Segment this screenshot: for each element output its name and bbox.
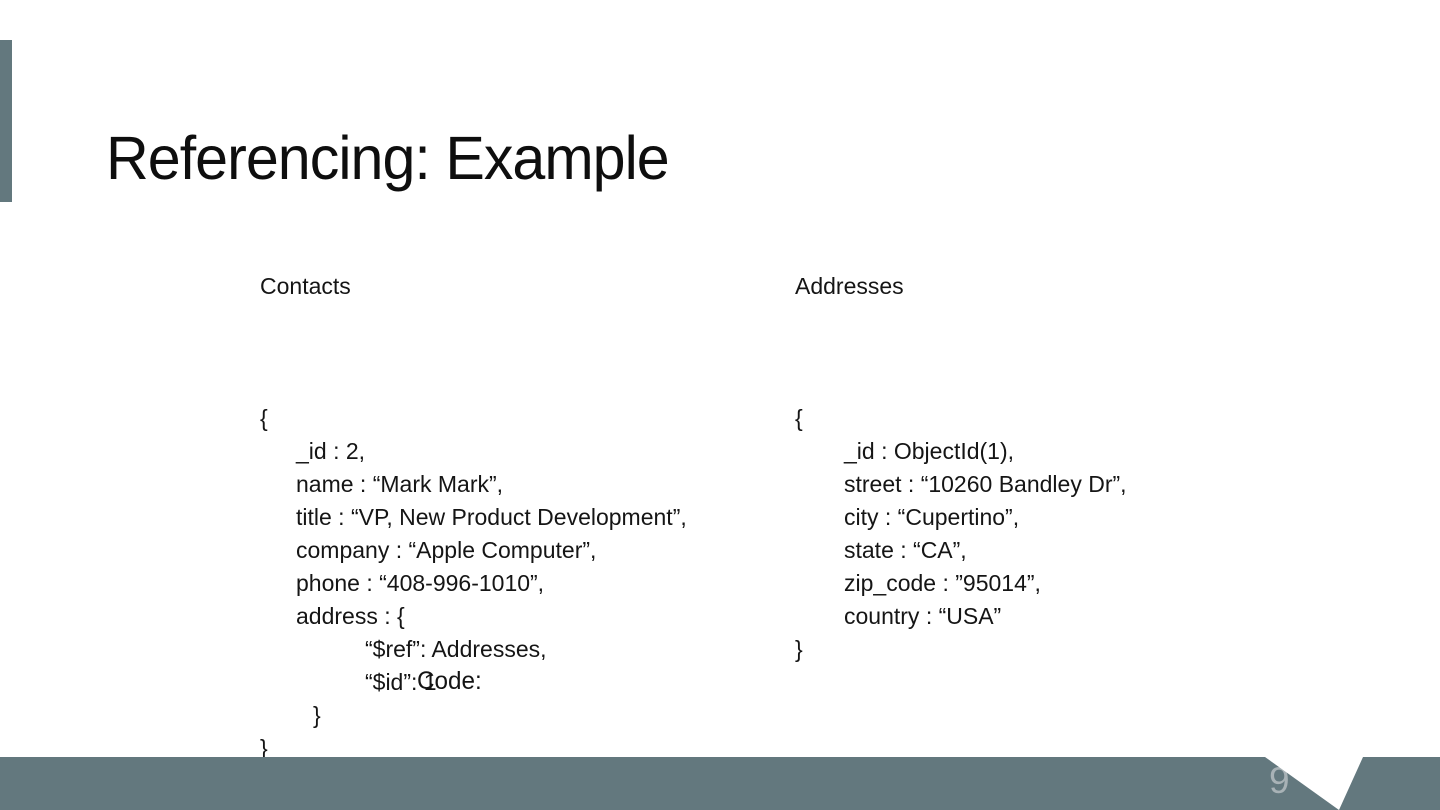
contacts-line: “$ref”: Addresses,: [365, 636, 547, 662]
addresses-code-lines: { _id : ObjectId(1), street : “10260 Bandl…: [795, 402, 1127, 666]
addresses-line: city : “Cupertino”,: [844, 504, 1020, 530]
contacts-line: company : “Apple Computer”,: [296, 537, 597, 563]
code-label: Code:: [417, 667, 482, 695]
page-title: Referencing: Example: [106, 123, 670, 192]
contacts-line: _id : 2,: [296, 438, 366, 464]
contacts-header: Contacts: [260, 273, 351, 299]
addresses-line: {: [795, 405, 803, 431]
contacts-line: address : {: [296, 603, 405, 629]
contacts-line: }: [313, 702, 321, 728]
contacts-line: }: [260, 735, 268, 761]
addresses-document: Addresses { _id : ObjectId(1), street : “1…: [795, 204, 1127, 732]
contacts-code-lines: { _id : 2, name : “Mark Mark”, title : “VP,…: [260, 402, 687, 765]
footer-bar: [0, 757, 1440, 810]
contacts-line: title : “VP, New Product Development”,: [296, 504, 687, 530]
addresses-line: }: [795, 636, 803, 662]
addresses-header: Addresses: [795, 273, 904, 299]
contacts-line: “$id”: 1: [365, 669, 437, 695]
contacts-line: name : “Mark Mark”,: [296, 471, 504, 497]
addresses-line: country : “USA”: [844, 603, 1002, 629]
left-accent-bar: [0, 40, 12, 202]
contacts-line: phone : “408-996-1010”,: [296, 570, 545, 596]
addresses-line: state : “CA”,: [844, 537, 967, 563]
contacts-document: Contacts { _id : 2, name : “Mark Mark”, tit…: [260, 204, 687, 810]
addresses-line: street : “10260 Bandley Dr”,: [844, 471, 1127, 497]
addresses-line: _id : ObjectId(1),: [844, 438, 1015, 464]
addresses-line: zip_code : ”95014”,: [844, 570, 1041, 596]
contacts-line: {: [260, 405, 268, 431]
